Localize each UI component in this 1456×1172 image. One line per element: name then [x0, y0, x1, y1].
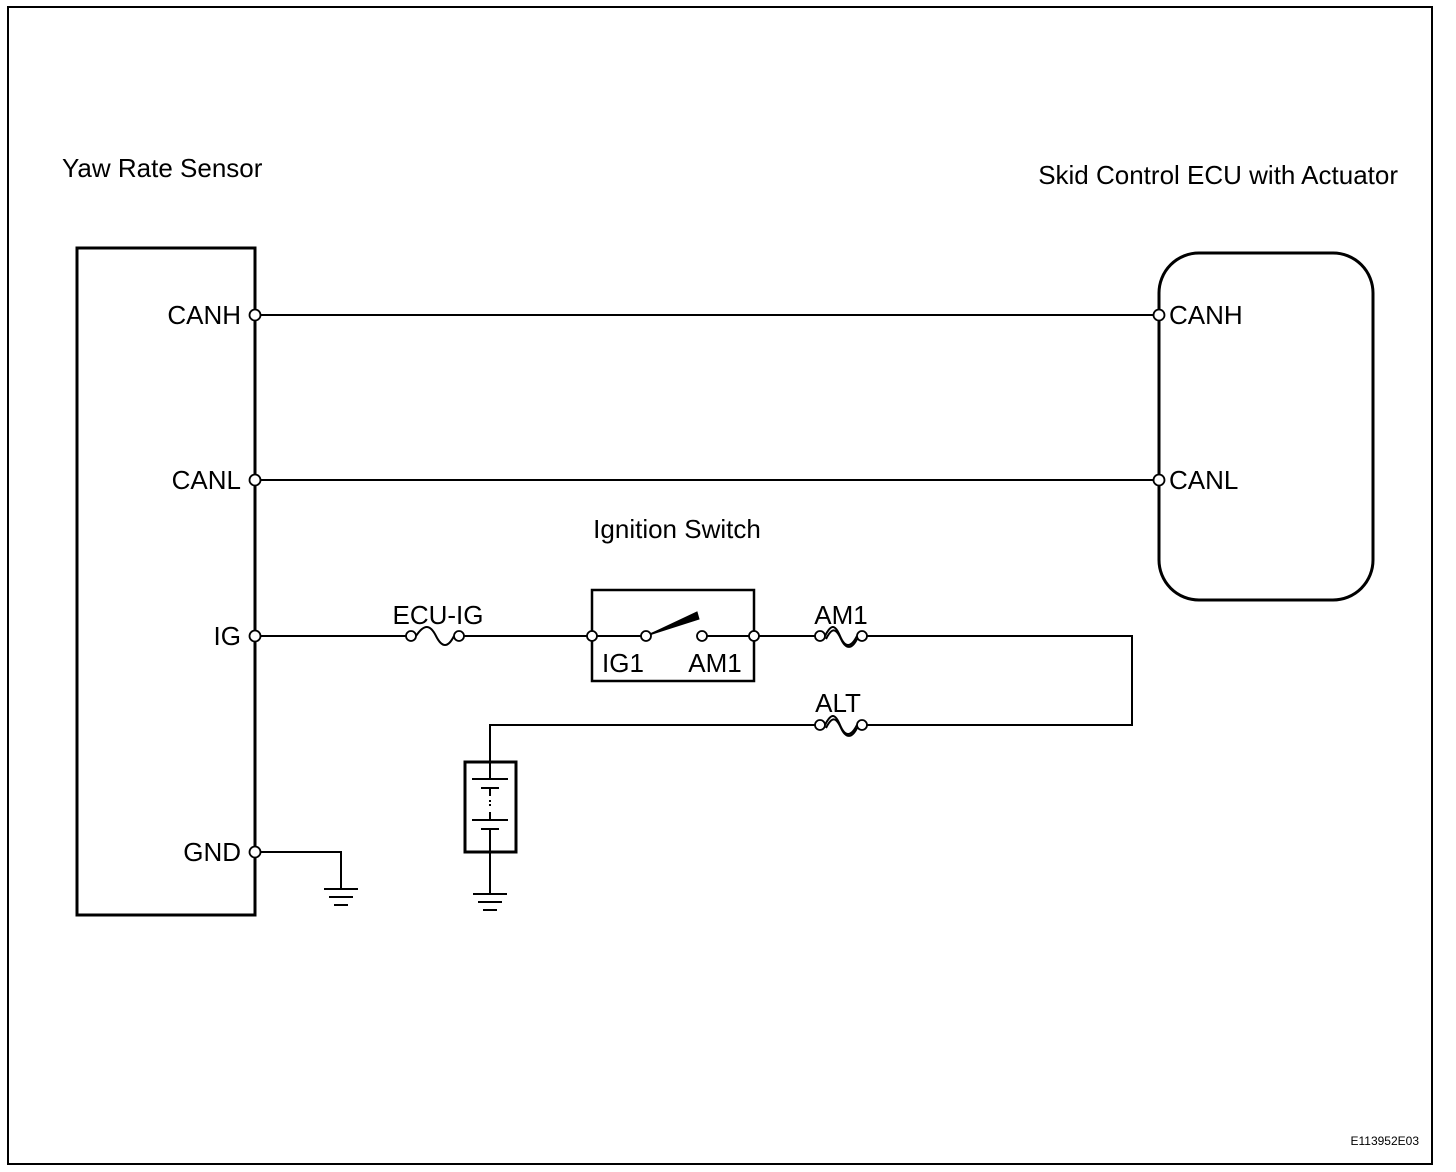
- alt-fuse-label: ALT: [815, 688, 861, 718]
- sensor-pin-canh-label: CANH: [167, 300, 241, 330]
- am1-fuse-label: AM1: [814, 600, 867, 630]
- yaw-rate-sensor-box: [75, 246, 257, 917]
- ignition-switch-contacts: [586, 611, 760, 642]
- ecu-pin-canh-label: CANH: [1169, 300, 1243, 330]
- battery-icon: [463, 760, 518, 854]
- skid-control-ecu-pins: [1152, 308, 1166, 487]
- battery-ground: [473, 852, 507, 911]
- ecu-ig-fuse-label: ECU-IG: [393, 600, 484, 630]
- ignition-switch-am1-label: AM1: [688, 648, 741, 678]
- sensor-ground: [255, 851, 358, 906]
- diagram-frame: [7, 6, 1433, 1165]
- yaw-rate-sensor-pins: [248, 308, 262, 859]
- alt-fuse: [814, 715, 868, 737]
- sensor-pin-canl-label: CANL: [172, 465, 241, 495]
- skid-control-ecu-box: [1157, 251, 1375, 602]
- yaw-rate-sensor-title: Yaw Rate Sensor: [62, 153, 263, 183]
- sensor-pin-ig-label: IG: [214, 621, 241, 651]
- ig-circuit: [255, 635, 1133, 762]
- sensor-pin-gnd-label: GND: [183, 837, 241, 867]
- ecu-pin-canl-label: CANL: [1169, 465, 1238, 495]
- skid-control-ecu-title: Skid Control ECU with Actuator: [1038, 160, 1398, 190]
- am1-fuse: [814, 626, 868, 648]
- figure-code: E113952E03: [1350, 1134, 1419, 1148]
- ignition-switch-ig1-label: IG1: [602, 648, 644, 678]
- ecu-ig-fuse: [405, 626, 465, 646]
- ignition-switch-title: Ignition Switch: [593, 514, 761, 544]
